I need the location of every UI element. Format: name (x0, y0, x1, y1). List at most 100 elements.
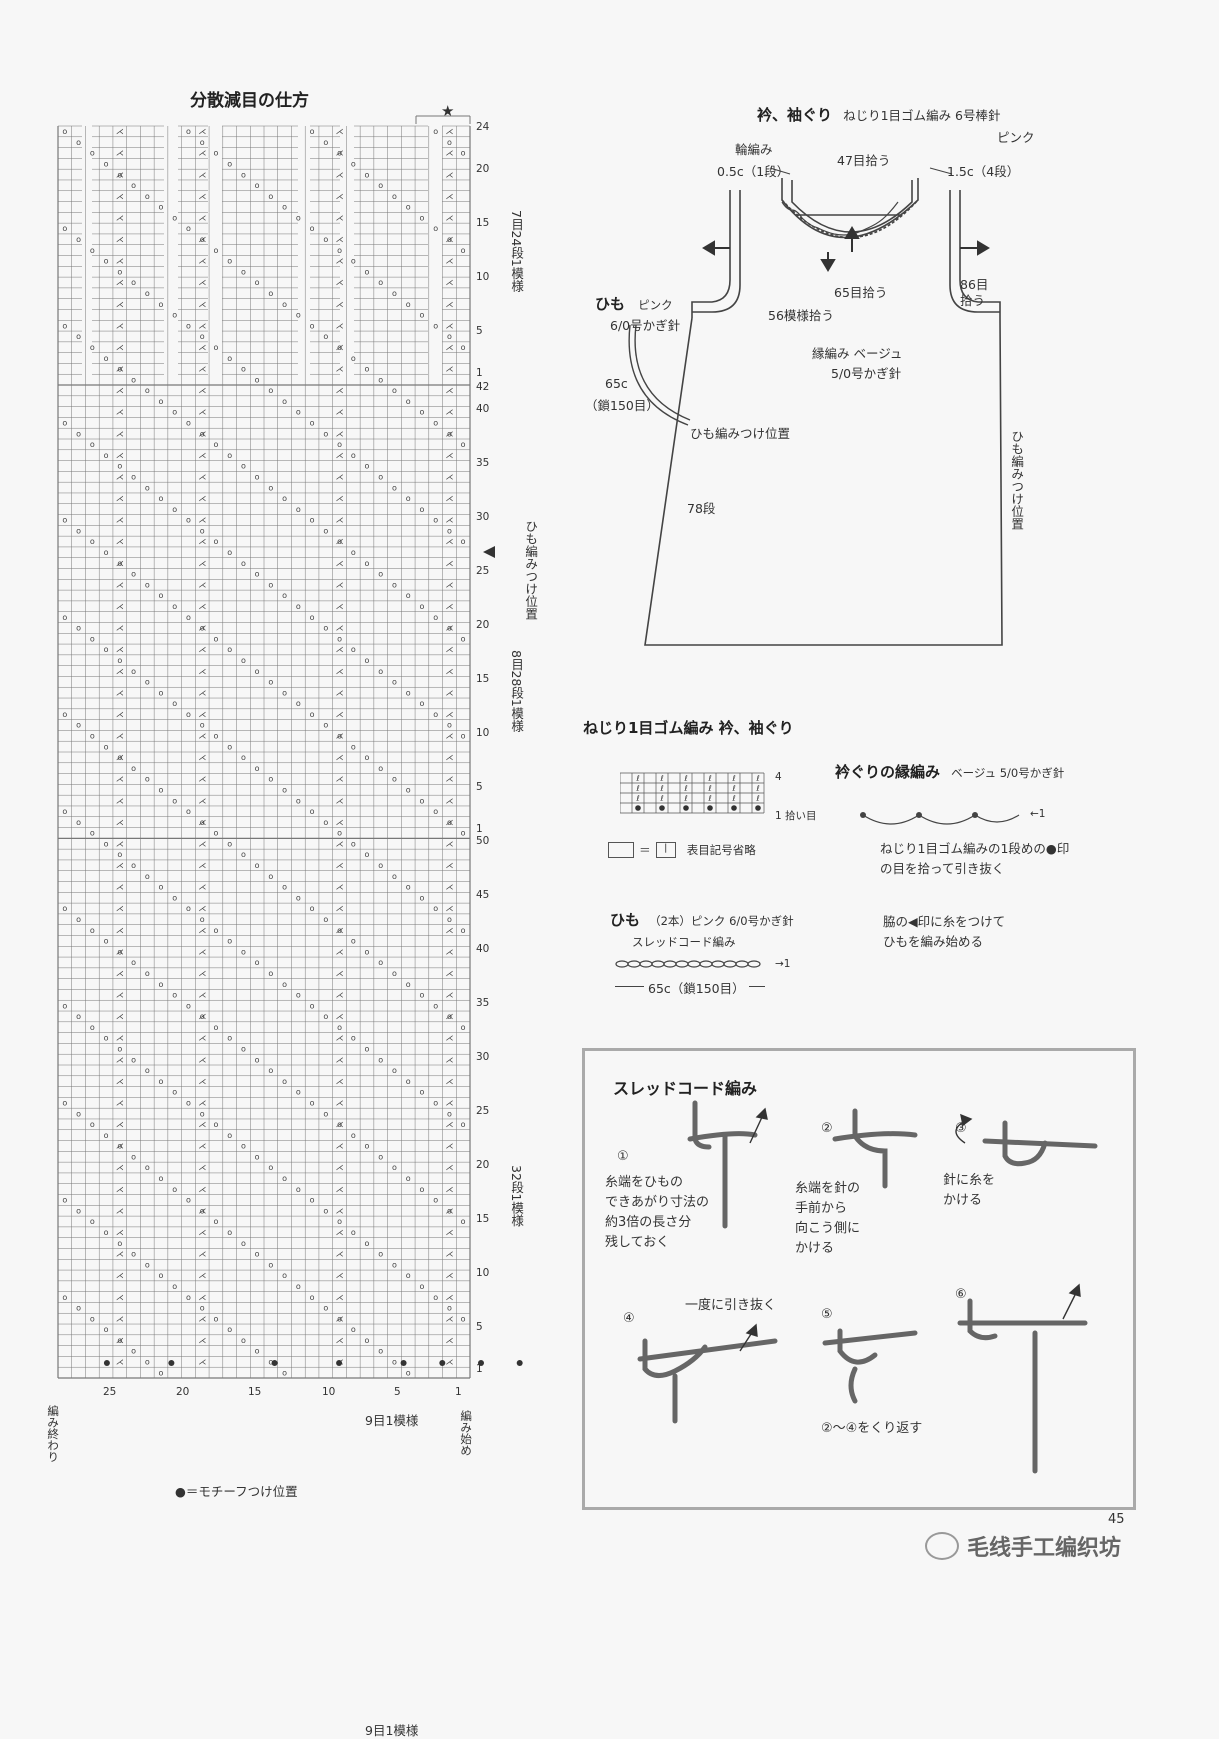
decrease-symbol: ⋌ (198, 1358, 206, 1367)
yarn-over-symbol: o (76, 1012, 81, 1021)
cord-link (687, 960, 701, 968)
yarn-over-symbol: o (104, 1034, 109, 1043)
decrease-symbol: ⋌ (445, 904, 453, 913)
decrease-symbol: ⋌ (445, 710, 453, 719)
yarn-over-symbol: o (447, 721, 452, 730)
step-3-text: 針に糸を かける (943, 1173, 996, 1208)
motif-dot (271, 1360, 278, 1366)
decrease-symbol: ⋌ (198, 1120, 206, 1129)
yarn-over-symbol: o (145, 1358, 150, 1367)
yarn-over-symbol: o (337, 246, 342, 255)
yarn-over-symbol: o (76, 235, 81, 244)
yarn-over-symbol: o (131, 181, 136, 190)
yarn-over-symbol: o (131, 667, 136, 676)
pickup-dot (635, 805, 641, 811)
yarn-over-symbol: o (200, 1109, 205, 1118)
yarn-over-symbol: o (433, 419, 438, 428)
yarn-over-symbol: o (131, 958, 136, 967)
yarn-over-symbol: o (241, 267, 246, 276)
yarn-over-symbol: o (200, 235, 205, 244)
yarn-over-symbol: o (461, 440, 466, 449)
blank-cell-icon (608, 841, 634, 858)
yarn-over-symbol: o (378, 667, 383, 676)
yarn-over-symbol: o (200, 332, 205, 341)
decrease-symbol: ⋌ (198, 624, 206, 633)
row-number: 30 (476, 1051, 490, 1063)
yarn-over-symbol: o (310, 1293, 315, 1302)
row-number: 35 (476, 997, 490, 1009)
yarn-over-symbol: o (227, 937, 232, 946)
yarn-over-symbol: o (200, 721, 205, 730)
pick47-label: 47目拾う (837, 153, 891, 168)
cord-link (651, 960, 665, 968)
yarn-over-symbol: o (296, 1282, 301, 1291)
decrease-symbol: ⋌ (198, 602, 206, 611)
decrease-symbol: ⋌ (336, 624, 344, 633)
decrease-symbol: ⋌ (198, 472, 206, 481)
decrease-symbol: ⋌ (336, 1034, 344, 1043)
yarn-over-symbol: o (200, 1012, 205, 1021)
yarn-over-symbol: o (296, 796, 301, 805)
decrease-symbol: ⋌ (116, 580, 124, 589)
yarn-over-symbol: o (104, 937, 109, 946)
rib-row-1: 1 拾い目 (775, 810, 817, 822)
cord-link (747, 960, 761, 968)
yarn-over-symbol: o (351, 1325, 356, 1334)
yarn-over-symbol: o (447, 624, 452, 633)
decrease-symbol: ⋌ (198, 991, 206, 1000)
motif-dot (168, 1360, 175, 1366)
yarn-over-symbol: o (255, 1347, 260, 1356)
yarn-over-symbol: o (104, 451, 109, 460)
yarn-over-symbol: o (255, 472, 260, 481)
decrease-symbol: ⋌ (116, 429, 124, 438)
yarn-over-symbol: o (172, 699, 177, 708)
column-number: 10 (322, 1386, 336, 1398)
yarn-over-symbol: o (392, 1358, 397, 1367)
row-number: 25 (476, 565, 490, 577)
yarn-over-symbol: o (227, 1228, 232, 1237)
decrease-symbol: ⋌ (198, 775, 206, 784)
decrease-symbol: ⋌ (116, 710, 124, 719)
yarn-over-symbol: o (419, 991, 424, 1000)
yarn-over-symbol: o (227, 839, 232, 848)
yarn-over-symbol: o (172, 991, 177, 1000)
yarn-over-symbol: o (378, 375, 383, 384)
yarn-over-symbol: o (62, 710, 67, 719)
decrease-symbol: ⋌ (445, 1142, 453, 1151)
yarn-over-symbol: o (447, 1109, 452, 1118)
yarn-over-symbol: o (117, 1045, 122, 1054)
decrease-symbol: ⋌ (198, 1228, 206, 1237)
yarn-over-symbol: o (186, 904, 191, 913)
yarn-over-symbol: o (392, 1066, 397, 1075)
yarn-over-symbol: o (310, 904, 315, 913)
yarn-over-symbol: o (378, 861, 383, 870)
yarn-over-symbol: o (255, 1152, 260, 1161)
end-label: 編み終わり (46, 1405, 61, 1463)
yarn-over-symbol: o (268, 1260, 273, 1269)
legend-equals: ＝ (639, 843, 651, 857)
decrease-symbol: ⋌ (445, 1206, 453, 1215)
yarn-over-symbol: o (351, 159, 356, 168)
yarn-over-symbol: o (392, 192, 397, 201)
yarn-over-symbol: o (200, 138, 205, 147)
section-label-bot: 32段1模様 (509, 1165, 525, 1227)
pickup-dot (731, 805, 737, 811)
decrease-symbol: ⋌ (116, 1034, 124, 1043)
decrease-symbol: ⋌ (198, 1293, 206, 1302)
decrease-symbol: ⋌ (116, 278, 124, 287)
yarn-over-symbol: o (186, 710, 191, 719)
yarn-over-symbol: o (419, 311, 424, 320)
decrease-symbol: ⋌ (198, 365, 206, 374)
yarn-over-symbol: o (145, 969, 150, 978)
decrease-symbol: ⋌ (336, 926, 344, 935)
pick65-label: 65目拾う (834, 285, 888, 300)
yarn-over-symbol: o (131, 1250, 136, 1259)
yarn-over-symbol: o (419, 213, 424, 222)
decrease-symbol: ⋌ (336, 775, 344, 784)
decrease-symbol: ⋌ (336, 688, 344, 697)
yarn-over-symbol: o (365, 267, 370, 276)
yarn-over-symbol: o (419, 1088, 424, 1097)
yarn-over-symbol: o (337, 440, 342, 449)
yarn-over-symbol: o (186, 1293, 191, 1302)
yarn-over-symbol: o (392, 483, 397, 492)
